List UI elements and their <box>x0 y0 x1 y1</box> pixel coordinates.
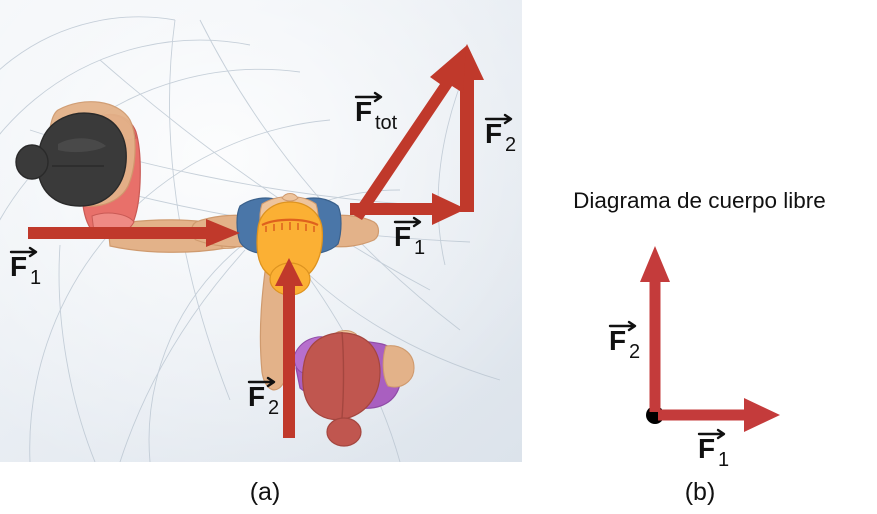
vector-accent-F2-tri <box>484 113 513 125</box>
bottom-person-head <box>302 332 381 421</box>
panel-b-free-body-diagram: Diagrama de cuerpo libre F 2 F 1 <box>522 0 877 470</box>
fbd-arrow-F2 <box>640 246 670 412</box>
panel-a-illustration: F 1 F 2 F tot F 1 <box>0 0 522 462</box>
triangle-arrow-F2 <box>450 44 484 212</box>
label-F1-tri-main: F <box>394 221 411 252</box>
triangle-arrow-Ftot <box>352 46 466 220</box>
bottom-person-arm-right <box>382 345 415 388</box>
label-F2-triangle: F 2 <box>484 113 516 156</box>
left-person-hair-highlight <box>58 138 106 153</box>
label-F1-illus-main: F <box>10 251 27 282</box>
center-person-hair-texture <box>265 222 315 232</box>
label-F2-illustration: F 2 <box>247 376 279 419</box>
left-person-hair-bun <box>15 144 49 180</box>
label-F1-tri-sub: 1 <box>414 237 425 259</box>
vector-addition-triangle <box>350 44 484 225</box>
triangle-arrow-F1 <box>350 193 466 225</box>
vector-accent-F1-tri <box>393 216 422 228</box>
label-F1-illus-sub: 1 <box>30 267 41 289</box>
panel-a-caption: (a) <box>249 478 281 506</box>
fbd-label-F2: F 2 <box>608 320 640 363</box>
fbd-label-F1-main: F <box>698 433 715 464</box>
label-F1-triangle: F 1 <box>393 216 425 259</box>
fbd-label-F2-sub: 2 <box>629 341 640 363</box>
label-Ftot: F tot <box>354 91 398 134</box>
left-person-head <box>37 112 127 207</box>
panel-b-caption: (b) <box>684 478 716 506</box>
label-F1-illustration: F 1 <box>9 246 41 289</box>
vector-accent-F2-illus <box>247 376 276 388</box>
label-Ftot-main: F <box>355 96 372 127</box>
vector-accent-Ftot <box>354 91 383 103</box>
arrow-F2-illustration <box>275 258 303 438</box>
label-F2-tri-main: F <box>485 118 502 149</box>
center-person-arm-right <box>329 214 380 248</box>
arrow-F1-illustration <box>28 219 240 247</box>
label-F2-illus-sub: 2 <box>268 397 279 419</box>
free-body-diagram-title: Diagrama de cuerpo libre <box>573 188 826 213</box>
fbd-arrow-F1 <box>658 398 780 432</box>
label-F2-illus-main: F <box>248 381 265 412</box>
vector-accent-fbd-F2 <box>608 320 637 332</box>
fbd-label-F2-main: F <box>609 325 626 356</box>
label-Ftot-sub: tot <box>375 112 398 134</box>
center-person-hairline <box>261 218 319 227</box>
fbd-label-F1-sub: 1 <box>718 449 729 470</box>
vector-accent-F1-illus <box>9 246 38 258</box>
vector-accent-fbd-F1 <box>697 428 726 440</box>
bottom-person-bun <box>326 417 362 447</box>
label-F2-tri-sub: 2 <box>505 134 516 156</box>
fbd-label-F1: F 1 <box>697 428 729 470</box>
center-person-crown <box>281 193 299 202</box>
bottom-person-hair-part <box>341 331 345 419</box>
